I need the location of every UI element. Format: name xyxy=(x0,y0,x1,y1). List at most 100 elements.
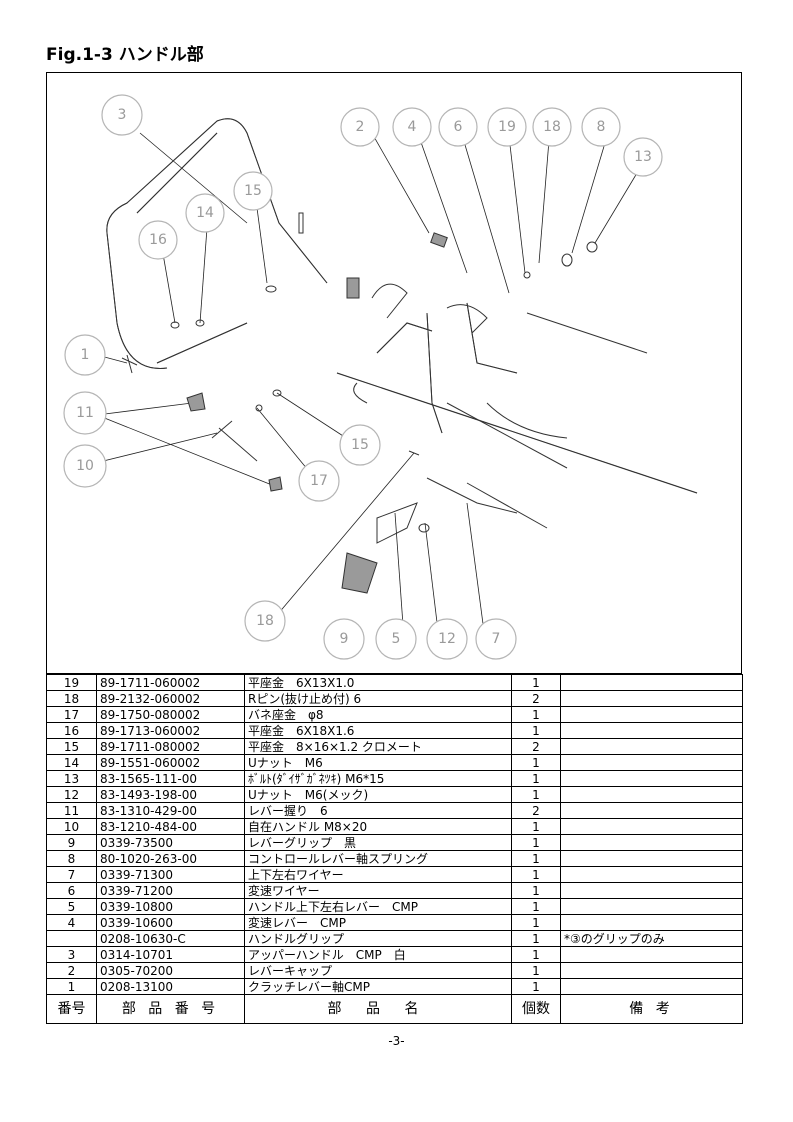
row-remarks xyxy=(560,722,743,739)
row-part-name: 上下左右ワイヤー xyxy=(244,866,512,883)
page-number: -3- xyxy=(388,1034,405,1048)
row-no: 6 xyxy=(46,882,97,899)
row-no: 11 xyxy=(46,802,97,819)
row-part-name: レバー握り 6 xyxy=(244,802,512,819)
row-qty: 1 xyxy=(511,914,561,931)
row-part-no: 0339-10600 xyxy=(96,914,245,931)
row-part-name: アッパーハンドル CMP 白 xyxy=(244,946,512,963)
svg-text:15: 15 xyxy=(244,183,262,199)
row-part-name: レバーキャップ xyxy=(244,962,512,979)
row-no: 4 xyxy=(46,914,97,931)
row-qty: 1 xyxy=(511,706,561,723)
header-no: 番号 xyxy=(46,994,97,1024)
row-remarks xyxy=(560,866,743,883)
small-parts xyxy=(121,212,598,594)
callout-7: 7 xyxy=(475,618,517,660)
header-part-no: 部 品 番 号 xyxy=(96,994,245,1024)
row-no: 9 xyxy=(46,834,97,851)
header-remarks: 備 考 xyxy=(560,994,743,1024)
row-part-no: 80-1020-263-00 xyxy=(96,850,245,867)
row-qty: 1 xyxy=(511,834,561,851)
svg-text:6: 6 xyxy=(454,119,463,135)
row-remarks xyxy=(560,690,743,707)
row-part-name: 平座金 6X13X1.0 xyxy=(244,674,512,691)
row-part-no: 89-1713-060002 xyxy=(96,722,245,739)
row-part-name: ハンドルグリップ xyxy=(244,930,512,947)
row-part-name: 変速ワイヤー xyxy=(244,882,512,899)
svg-text:11: 11 xyxy=(76,405,94,421)
row-no: 17 xyxy=(46,706,97,723)
row-part-no: 0208-13100 xyxy=(96,978,245,995)
row-part-name: クラッチレバー軸CMP xyxy=(244,978,512,995)
row-part-name: 自在ハンドル M8×20 xyxy=(244,818,512,835)
row-no: 18 xyxy=(46,690,97,707)
header-qty: 個数 xyxy=(511,994,561,1024)
row-part-name: ﾎﾞﾙﾄ(ﾀﾞｲｻﾞｶﾞﾈﾂｷ) M6*15 xyxy=(244,770,512,787)
row-part-name: 平座金 8×16×1.2 クロメート xyxy=(244,738,512,755)
row-part-no: 83-1210-484-00 xyxy=(96,818,245,835)
row-qty: 1 xyxy=(511,722,561,739)
callout-3: 3 xyxy=(101,94,143,136)
callout-10: 10 xyxy=(63,444,107,488)
callout-14: 14 xyxy=(185,193,225,233)
row-part-no: 89-2132-060002 xyxy=(96,690,245,707)
svg-text:17: 17 xyxy=(310,473,328,489)
svg-text:2: 2 xyxy=(356,119,365,135)
svg-text:3: 3 xyxy=(118,107,127,123)
callout-11: 11 xyxy=(63,391,107,435)
row-part-name: Rピン(抜け止め付) 6 xyxy=(244,690,512,707)
callout-12: 12 xyxy=(426,618,468,660)
callout-8: 8 xyxy=(581,107,621,147)
callout-13: 13 xyxy=(623,137,663,177)
row-qty: 1 xyxy=(511,818,561,835)
callout-17: 17 xyxy=(298,460,340,502)
row-remarks xyxy=(560,978,743,995)
row-remarks xyxy=(560,914,743,931)
row-qty: 1 xyxy=(511,962,561,979)
figure-title: Fig.1-3 ハンドル部 xyxy=(46,45,204,65)
diagram-svg: 3 2 4 6 19 18 8 13 15 14 16 1 11 10 15 1… xyxy=(63,94,698,660)
row-remarks xyxy=(560,770,743,787)
row-remarks xyxy=(560,962,743,979)
row-part-no: 89-1711-060002 xyxy=(96,674,245,691)
row-qty: 1 xyxy=(511,674,561,691)
svg-text:15: 15 xyxy=(351,437,369,453)
row-remarks xyxy=(560,674,743,691)
row-no: 8 xyxy=(46,850,97,867)
row-part-no: 0339-71200 xyxy=(96,882,245,899)
callout-2: 2 xyxy=(340,107,380,147)
row-part-name: コントロールレバー軸スプリング xyxy=(244,850,512,867)
callout-1: 1 xyxy=(64,334,106,376)
row-no: 19 xyxy=(46,674,97,691)
svg-text:12: 12 xyxy=(438,631,456,647)
svg-text:5: 5 xyxy=(392,631,401,647)
callout-9: 9 xyxy=(323,618,365,660)
row-qty: 1 xyxy=(511,770,561,787)
callout-5: 5 xyxy=(375,618,417,660)
row-remarks xyxy=(560,754,743,771)
row-remarks xyxy=(560,706,743,723)
row-no: 3 xyxy=(46,946,97,963)
row-part-no: 89-1711-080002 xyxy=(96,738,245,755)
row-no: 13 xyxy=(46,770,97,787)
row-remarks xyxy=(560,818,743,835)
row-no: 7 xyxy=(46,866,97,883)
row-remarks xyxy=(560,898,743,915)
row-qty: 2 xyxy=(511,690,561,707)
row-remarks xyxy=(560,946,743,963)
